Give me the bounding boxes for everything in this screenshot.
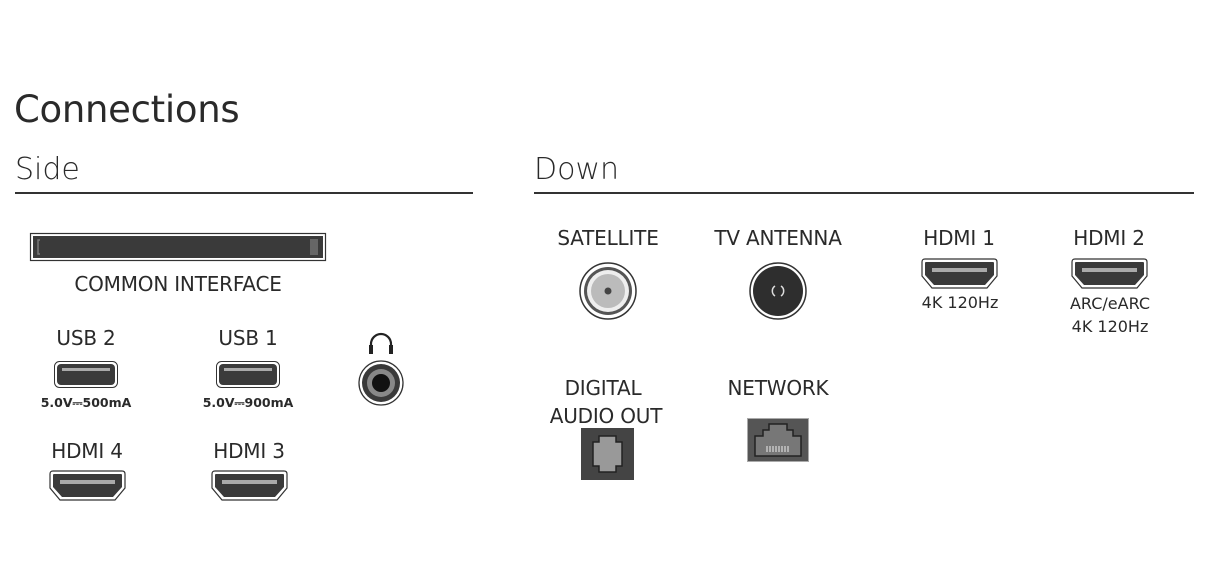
hdmi1-label: HDMI 1 xyxy=(923,226,995,250)
hdmi3-port-icon xyxy=(211,470,288,501)
hdmi1-port-icon xyxy=(921,258,998,289)
ethernet-port-icon xyxy=(747,418,809,462)
common-interface-label: COMMON INTERFACE xyxy=(74,272,282,296)
hdmi3-label: HDMI 3 xyxy=(213,439,285,463)
network-label: NETWORK xyxy=(727,376,829,400)
hdmi2-port-icon xyxy=(1071,258,1148,289)
optical-audio-port-icon xyxy=(581,428,634,480)
hdmi4-label: HDMI 4 xyxy=(51,439,123,463)
tv-antenna-port-icon xyxy=(749,262,807,320)
down-heading: Down xyxy=(534,152,620,187)
usb1-port-icon xyxy=(216,361,280,388)
hdmi2-spec-resolution: 4K 120Hz xyxy=(1071,317,1149,336)
hdmi2-spec-arc: ARC/eARC xyxy=(1069,294,1151,313)
tv-antenna-label: TV ANTENNA xyxy=(714,226,842,250)
digital-audio-label-line1: DIGITAL xyxy=(564,376,642,400)
hdmi1-spec: 4K 120Hz xyxy=(921,293,999,312)
common-interface-slot-icon xyxy=(29,232,327,262)
usb1-spec: 5.0V⎓900mA xyxy=(202,395,294,410)
side-heading: Side xyxy=(15,152,80,187)
satellite-port-icon xyxy=(579,262,637,320)
headphones-icon xyxy=(369,332,393,354)
digital-audio-label-line2: AUDIO OUT xyxy=(549,404,663,428)
usb1-label: USB 1 xyxy=(218,326,278,350)
down-divider xyxy=(534,192,1194,194)
headphone-jack-icon xyxy=(358,360,404,406)
satellite-label: SATELLITE xyxy=(557,226,659,250)
page-title: Connections xyxy=(14,88,240,131)
side-divider xyxy=(15,192,473,194)
usb2-spec: 5.0V⎓500mA xyxy=(40,395,132,410)
usb2-label: USB 2 xyxy=(56,326,116,350)
usb2-port-icon xyxy=(54,361,118,388)
hdmi4-port-icon xyxy=(49,470,126,501)
hdmi2-label: HDMI 2 xyxy=(1073,226,1145,250)
